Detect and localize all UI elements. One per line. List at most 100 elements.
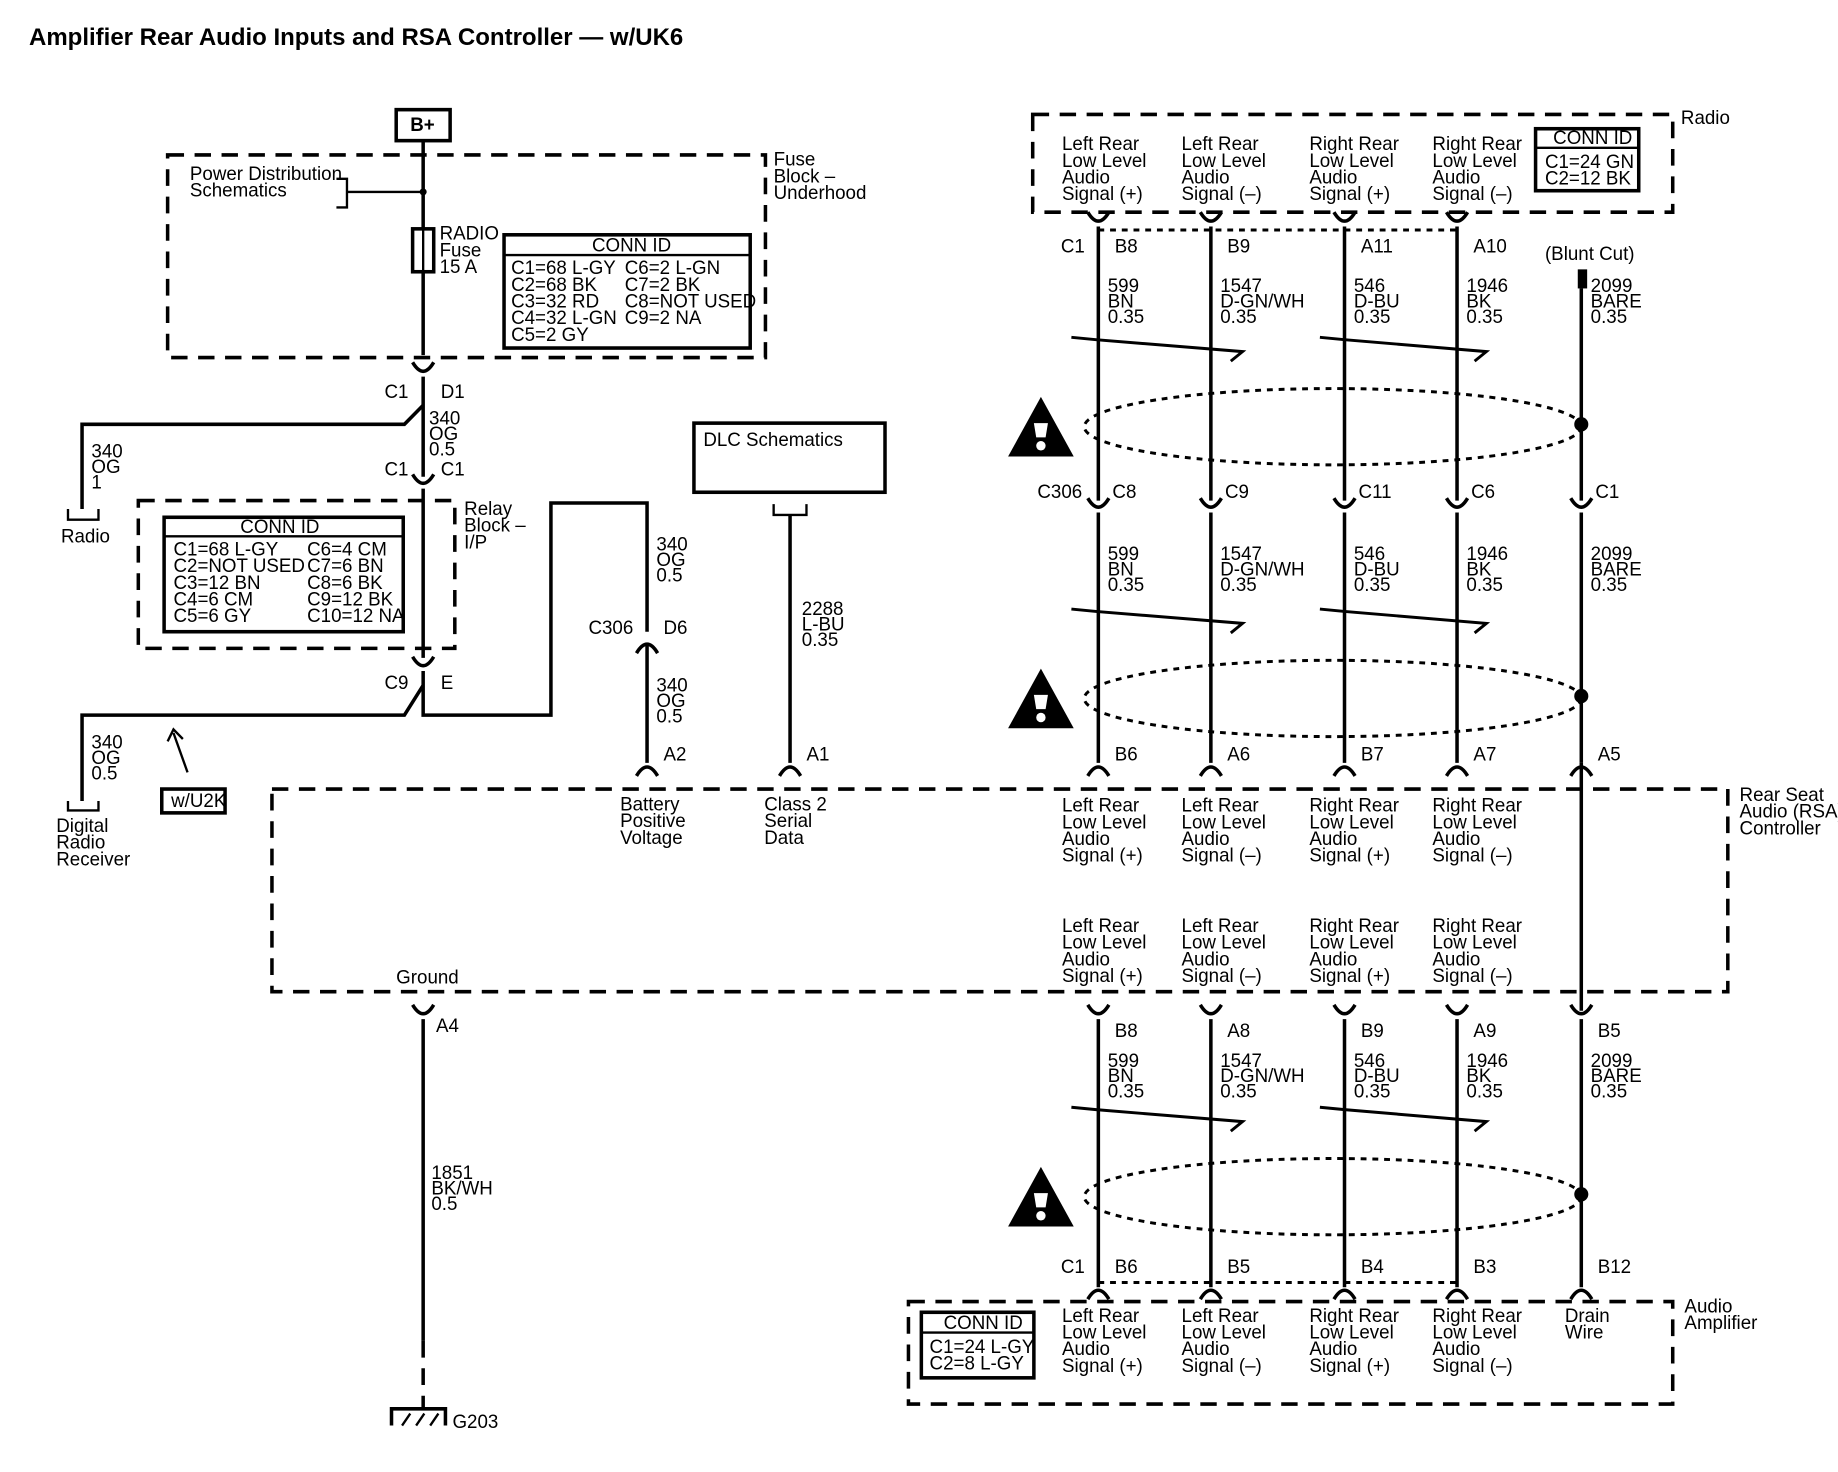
power-distribution-label: Schematics bbox=[190, 181, 287, 202]
battery-positive-label: Voltage bbox=[620, 828, 683, 849]
lower-wire-label: 0.35 bbox=[1108, 1082, 1145, 1103]
drr-terminal-bracket bbox=[66, 800, 100, 812]
e-label: E bbox=[441, 673, 454, 694]
lower-wire-label: D-BU bbox=[1354, 1066, 1400, 1087]
amp-signal-label: Low Level bbox=[1062, 1322, 1146, 1343]
amp-signal-label: Audio bbox=[1062, 1339, 1110, 1360]
rsa-output-pin-label: B8 bbox=[1115, 1021, 1138, 1042]
rsa-input-signal-label: Signal (–) bbox=[1182, 846, 1262, 867]
c1-label: C1 bbox=[1061, 237, 1085, 258]
fuse-block-underhood bbox=[165, 153, 768, 360]
amp-signal-label: Right Rear bbox=[1309, 1306, 1399, 1327]
twisted-pair-mark bbox=[1071, 335, 1247, 363]
upper-wire-label: 0.35 bbox=[1220, 307, 1257, 328]
audio-amplifier-box bbox=[906, 1299, 1675, 1406]
amp-conn-id-box bbox=[919, 1310, 1036, 1380]
rsa-output-terminal bbox=[1198, 1003, 1223, 1016]
rsa-output-pin-label: A9 bbox=[1473, 1021, 1496, 1042]
radio-signal-label: Low Level bbox=[1182, 151, 1266, 172]
radio-signal-label: Signal (+) bbox=[1062, 184, 1143, 205]
rsa-output-signal-label: Signal (+) bbox=[1309, 966, 1390, 987]
lower-wire-label: 0.35 bbox=[1591, 1082, 1628, 1103]
rsa-input-signal-label: Low Level bbox=[1062, 812, 1146, 833]
rsa-input-pin-label: A7 bbox=[1473, 744, 1496, 765]
rsa-output-pin-label: A8 bbox=[1227, 1021, 1250, 1042]
rsa-input-signal-label: Signal (+) bbox=[1309, 846, 1390, 867]
wire-340-low-label: OG bbox=[656, 691, 685, 712]
ground-symbol bbox=[389, 1407, 448, 1426]
mid-wire-label: BN bbox=[1108, 560, 1134, 581]
fuse-block-label: Underhood bbox=[774, 183, 867, 204]
radio-signal-label: Audio bbox=[1432, 167, 1480, 188]
radio-signal-label: Right Rear bbox=[1432, 134, 1522, 155]
drr-wire-label: 340 bbox=[91, 732, 122, 753]
ground-symbol-hatch bbox=[401, 1412, 440, 1427]
lower-wire-label: 2099 bbox=[1591, 1051, 1633, 1072]
fuse-block-label: Fuse bbox=[774, 150, 816, 171]
wire-340-label: OG bbox=[429, 424, 458, 445]
amp-pin-label: B6 bbox=[1115, 1257, 1138, 1278]
mid-wire-label: 1547 bbox=[1220, 544, 1262, 565]
radio-branch-label: 1 bbox=[91, 473, 101, 494]
mid-wire-label: 0.35 bbox=[1466, 575, 1503, 596]
fuse-conn-id-row: C5=2 GY bbox=[511, 325, 589, 346]
upper-wire-label: 2099 bbox=[1591, 276, 1633, 297]
radio-branch-wire bbox=[80, 403, 425, 509]
radio-signal-label: Signal (+) bbox=[1309, 184, 1390, 205]
mid-wire-label: 599 bbox=[1108, 544, 1139, 565]
upper-wire-label: BN bbox=[1108, 291, 1134, 312]
caution-icon bbox=[1036, 441, 1046, 451]
amp-pin-label: B3 bbox=[1473, 1257, 1496, 1278]
wire-340-low-label: 340 bbox=[656, 675, 687, 696]
radio-signal-label: Audio bbox=[1062, 167, 1110, 188]
c1-label: C1 bbox=[441, 459, 465, 480]
radio-conn-id-row: C2=12 BK bbox=[1545, 169, 1631, 190]
upper-wire-label: D-BU bbox=[1354, 291, 1400, 312]
radio-branch-label: 340 bbox=[91, 442, 122, 463]
relay-conn-id-row: C4=6 CM bbox=[173, 589, 253, 610]
mid-wire-label: BARE bbox=[1591, 560, 1642, 581]
c306-terminal bbox=[1444, 497, 1470, 509]
radio-fuse-label: RADIO bbox=[440, 223, 499, 244]
d6-label: D6 bbox=[663, 618, 687, 639]
wu2k-arrowhead bbox=[166, 727, 184, 742]
rsa-output-terminal bbox=[1332, 1003, 1357, 1016]
fuse-conn-id-row: C4=32 L-GN bbox=[511, 308, 617, 329]
rsa-output-signal-label: Signal (–) bbox=[1182, 966, 1262, 987]
shield-ellipse bbox=[1082, 387, 1583, 467]
radio-conn-id-box bbox=[1533, 126, 1641, 193]
rsa-input-signal-label: Low Level bbox=[1309, 812, 1393, 833]
drr-label: Receiver bbox=[56, 849, 130, 870]
drain-splice bbox=[1574, 1187, 1589, 1202]
radio-signal-label: Right Rear bbox=[1309, 134, 1399, 155]
amp-conn-id-title: CONN ID bbox=[944, 1313, 1023, 1334]
fuse-conn-id-box bbox=[502, 233, 752, 350]
twisted-pair-mark bbox=[1071, 1105, 1247, 1133]
amp-signal-label: Right Rear bbox=[1432, 1306, 1522, 1327]
mid-wire-label: 0.35 bbox=[1220, 575, 1257, 596]
relay-conn-id-row: C6=4 CM bbox=[307, 539, 387, 560]
rsa-input-terminal bbox=[1444, 765, 1470, 777]
radio-pin-terminal bbox=[1198, 211, 1223, 223]
radio-conn-id-title: CONN ID bbox=[1553, 128, 1632, 149]
relay-conn-id-title: CONN ID bbox=[240, 517, 319, 538]
a4-terminal bbox=[411, 1003, 436, 1016]
blunt-cut-end bbox=[1577, 269, 1588, 289]
lower-wire-label: 599 bbox=[1108, 1051, 1139, 1072]
c306-pin-label: C6 bbox=[1471, 482, 1495, 503]
upper-wire-label: 546 bbox=[1354, 276, 1385, 297]
twisted-pair-mark bbox=[1319, 335, 1491, 363]
rsa-controller bbox=[270, 787, 1730, 994]
rsa-output-signal-label: Audio bbox=[1182, 949, 1230, 970]
lower-wire-label: 0.35 bbox=[1354, 1082, 1391, 1103]
a1-label: A1 bbox=[806, 744, 829, 765]
rsa-input-signal-label: Audio bbox=[1432, 829, 1480, 850]
rsa-input-signal-label: Signal (+) bbox=[1062, 846, 1143, 867]
rsa-input-terminal bbox=[1332, 765, 1357, 777]
amp-signal-label: Low Level bbox=[1182, 1322, 1266, 1343]
rsa-input-terminal bbox=[1086, 765, 1111, 777]
c1-label: C1 bbox=[384, 382, 408, 403]
rsa-input-signal-label: Left Rear bbox=[1062, 796, 1139, 817]
rsa-input-signal-label: Left Rear bbox=[1182, 796, 1259, 817]
wire-2288-label: L-BU bbox=[802, 614, 845, 635]
